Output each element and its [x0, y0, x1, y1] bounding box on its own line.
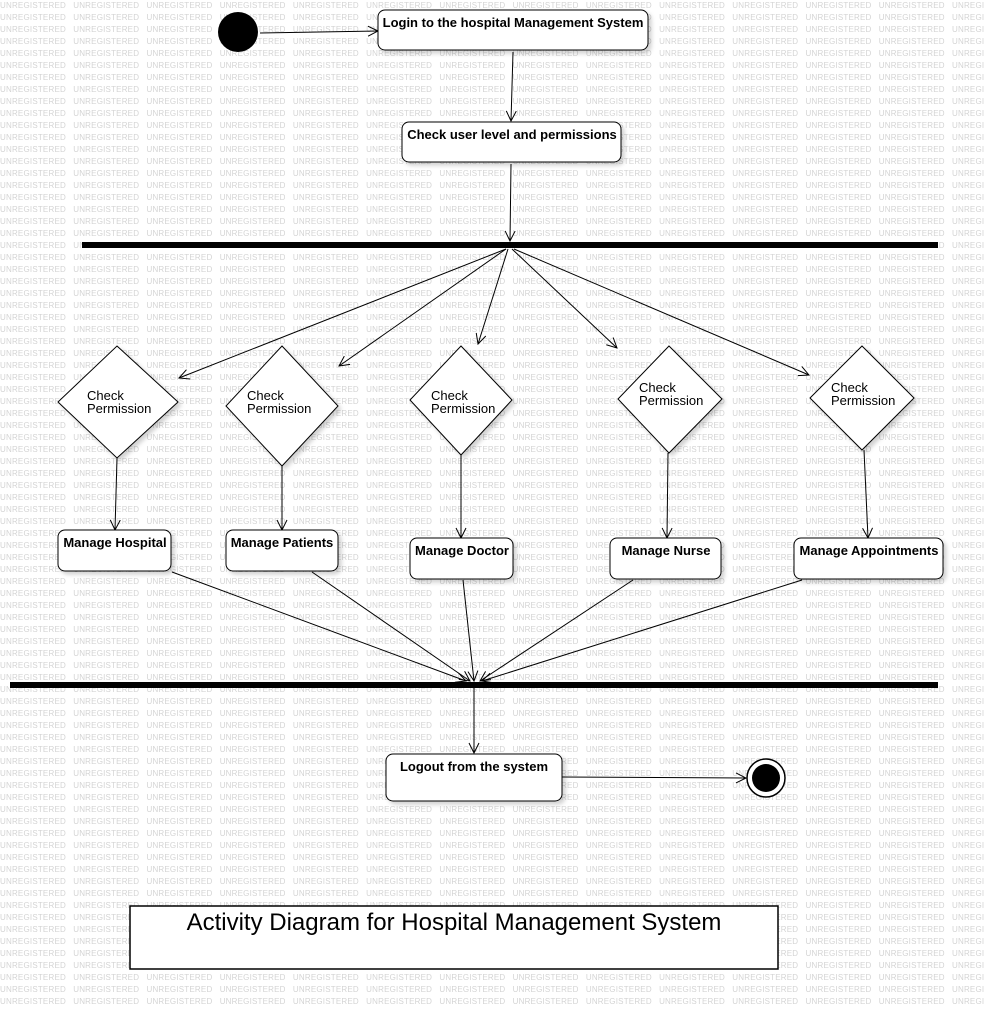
activity-manage-nurse: Manage Nurse [609, 537, 722, 580]
decision-patients-line1: Check [247, 388, 284, 403]
edge-fork-decision-patients [339, 248, 507, 366]
activity-logout: Logout from the system [385, 753, 563, 802]
decision-nurse-line1: Check [639, 380, 676, 395]
activity-manage-nurse-label: Manage Nurse [622, 543, 711, 558]
edges [115, 31, 868, 778]
activity-check-user-label: Check user level and permissions [407, 127, 617, 142]
edge-login-check [511, 51, 513, 121]
edge-manage-patients-join [311, 571, 470, 681]
activity-manage-doctor-label: Manage Doctor [415, 543, 509, 558]
activity-manage-hospital-label: Manage Hospital [63, 535, 166, 550]
activity-logout-label: Logout from the system [400, 759, 548, 774]
activity-manage-appointments: Manage Appointments [793, 537, 944, 580]
edge-decision-manage-appointments [864, 449, 868, 538]
activity-login: Login to the hospital Management System [377, 9, 649, 51]
activity-manage-patients-label: Manage Patients [231, 535, 334, 550]
activity-login-label: Login to the hospital Management System [383, 15, 644, 30]
decision-doctor-line1: Check [431, 388, 468, 403]
decision-nurse-line2: Permission [639, 393, 703, 408]
decision-hospital-line2: Permission [87, 401, 151, 416]
edge-manage-hospital-join [171, 571, 466, 681]
decision-patients-line2: Permission [247, 401, 311, 416]
edge-manage-doctor-join [462, 579, 474, 681]
edge-check-fork [510, 163, 511, 241]
activity-manage-doctor: Manage Doctor [409, 537, 514, 580]
activity-manage-hospital: Manage Hospital [57, 529, 172, 572]
decision-appointments-line1: Check [831, 380, 868, 395]
title-box: Activity Diagram for Hospital Management… [129, 905, 779, 970]
edge-manage-nurse-join [480, 579, 634, 681]
diagram-title: Activity Diagram for Hospital Management… [187, 909, 722, 936]
edge-fork-decision-doctor [478, 248, 509, 344]
edge-fork-decision-hospital [179, 248, 507, 378]
edge-manage-appointments-join [482, 579, 803, 681]
edge-start-login [259, 31, 378, 33]
edge-decision-manage-hospital [115, 457, 117, 530]
decision-hospital-line1: Check [87, 388, 124, 403]
activity-manage-patients: Manage Patients [225, 529, 339, 572]
edge-fork-decision-appointments [513, 248, 809, 375]
activity-manage-appointments-label: Manage Appointments [800, 543, 939, 558]
initial-node [218, 12, 258, 52]
final-node [746, 758, 786, 798]
decision-doctor-line2: Permission [431, 401, 495, 416]
edge-decision-manage-nurse [667, 452, 668, 538]
edge-logout-end [561, 777, 746, 778]
decision-appointments-line2: Permission [831, 393, 895, 408]
edge-fork-decision-nurse [511, 248, 617, 348]
activity-check-user: Check user level and permissions [401, 121, 622, 163]
